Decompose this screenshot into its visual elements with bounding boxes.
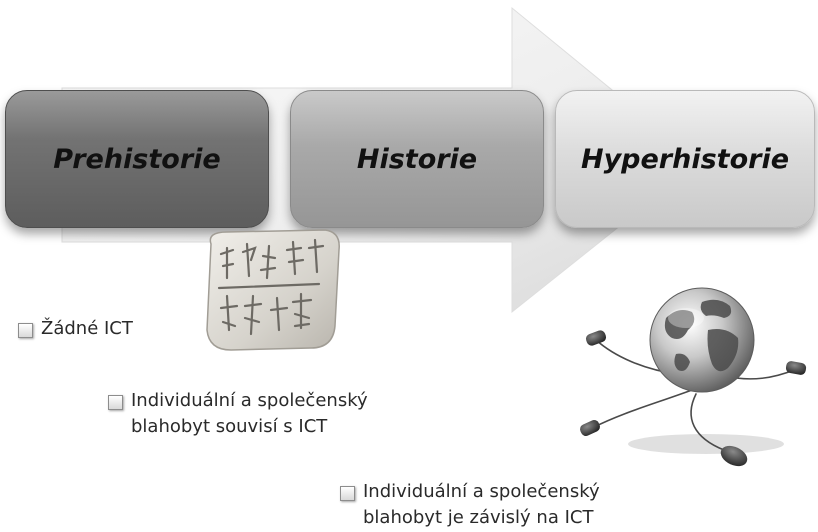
stage-hyperhistorie: Hyperhistorie [555, 90, 815, 228]
bullet-text-line: Individuální a společenský [131, 390, 368, 411]
bullet-related-to-ict: Individuální a společenský blahobyt souv… [108, 388, 368, 440]
stage-prehistorie: Prehistorie [5, 90, 269, 228]
checkbox-bullet-icon [340, 486, 355, 501]
bullet-text-line: Individuální a společenský [363, 481, 600, 502]
stage-label-prehistorie: Prehistorie [53, 143, 221, 175]
cuneiform-tablet-icon [206, 229, 340, 351]
bullet-text-line: blahobyt je závislý na ICT [363, 507, 594, 528]
checkbox-bullet-icon [108, 395, 123, 410]
bullet-text-line: Žádné ICT [41, 318, 133, 339]
bullet-text-line: blahobyt souvisí s ICT [131, 416, 328, 437]
bullet-no-ict: Žádné ICT [18, 316, 133, 342]
bullet-dependent-on-ict: Individuální a společenský blahobyt je z… [340, 479, 600, 531]
stage-historie: Historie [290, 90, 544, 228]
globe-computer-mouse-icon [580, 287, 807, 467]
checkbox-bullet-icon [18, 323, 33, 338]
stage-label-historie: Historie [356, 143, 478, 175]
stage-label-hyperhistorie: Hyperhistorie [580, 143, 790, 175]
